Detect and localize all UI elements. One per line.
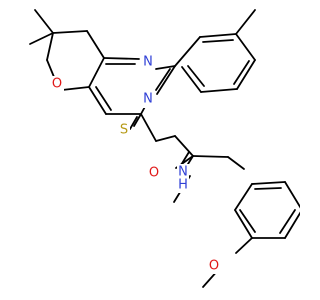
atom-o-methoxy: O <box>209 259 219 274</box>
atom-o-carbonyl: O <box>149 166 159 181</box>
bonds <box>29 9 300 288</box>
atom-n-middle: N <box>143 92 153 107</box>
atom-h-amide: H <box>178 178 188 193</box>
atom-n-amide: N <box>178 165 188 180</box>
atom-o-ring: O <box>52 77 62 92</box>
chemical-structure: N N O S O N H O <box>29 9 300 288</box>
atom-s-thio: S <box>120 123 128 138</box>
atom-labels: N N O S O N H O <box>51 53 221 274</box>
atom-n-top: N <box>143 55 153 70</box>
